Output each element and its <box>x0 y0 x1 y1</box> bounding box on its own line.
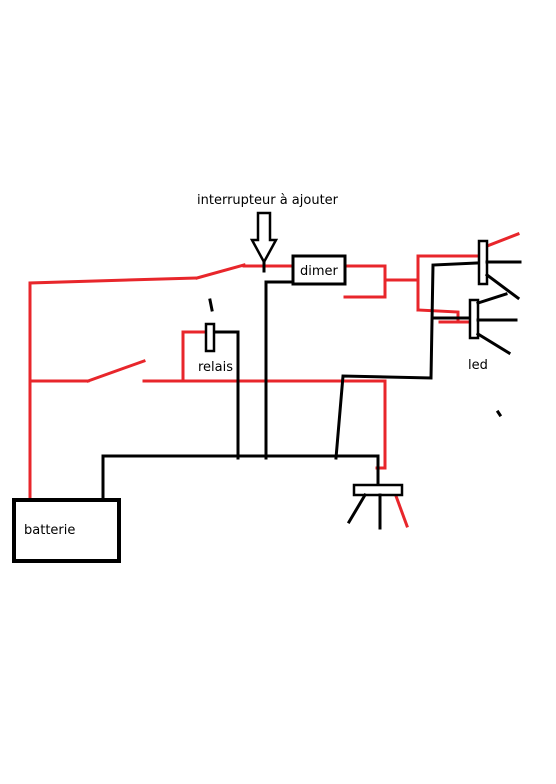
relay-coil-feed <box>181 330 212 383</box>
switch-to-add-blade <box>195 263 246 280</box>
relay-to-ground <box>214 330 240 460</box>
battery-label: batterie <box>24 523 75 538</box>
led1-red-ray <box>485 232 520 248</box>
ground-wires <box>101 261 480 502</box>
positive-wires <box>28 232 520 528</box>
relay-symbol: relais <box>198 322 233 375</box>
dimmer-output-loop <box>343 264 387 299</box>
led-ground-return <box>334 261 480 460</box>
stray-dot <box>495 409 503 418</box>
switch-to-add-label: interrupteur à ajouter <box>197 193 339 208</box>
down-arrow-icon <box>249 211 279 265</box>
dimmer-box: dimer <box>291 254 347 286</box>
lamp-red-ray-1 <box>394 494 409 528</box>
led-bottom: led <box>468 292 518 373</box>
led2-feed-red <box>416 308 470 324</box>
battery-positive-riser <box>28 276 197 502</box>
battery-box: batterie <box>12 498 121 563</box>
relay-contact-stub <box>208 298 214 312</box>
lower-switch-blade <box>86 359 146 383</box>
lower-rail-right <box>142 379 387 470</box>
dimmer-label: dimer <box>300 264 339 279</box>
led-label: led <box>468 358 488 373</box>
relay-label: relais <box>198 360 233 375</box>
dimmer-ground <box>264 280 294 460</box>
bottom-lamp <box>346 483 404 530</box>
led-top <box>477 239 522 301</box>
ground-rail <box>101 454 380 502</box>
